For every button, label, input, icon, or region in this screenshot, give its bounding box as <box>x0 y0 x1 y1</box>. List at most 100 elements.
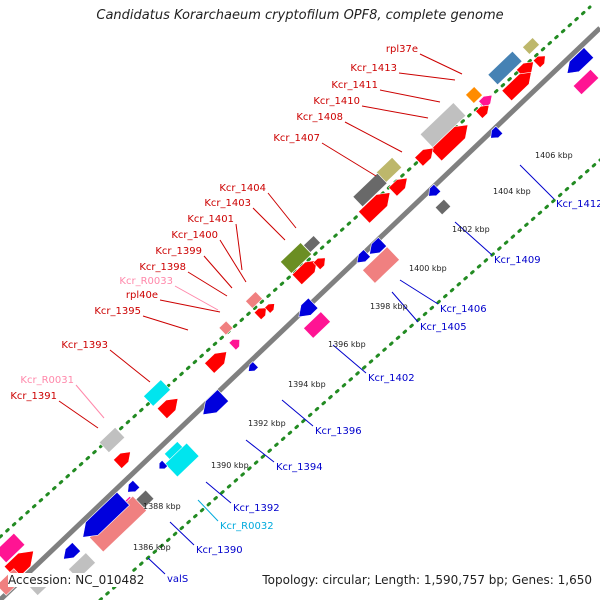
kbp-tick-label: 1392 kbp <box>248 419 286 428</box>
gene-glyph <box>202 389 230 416</box>
gene-glyph <box>490 125 504 139</box>
gene-glyph <box>369 237 388 255</box>
reverse-gene-label: Kcr_1394 <box>276 462 323 473</box>
forward-gene-label: Kcr_1391 <box>10 391 57 402</box>
label-leader-line <box>419 53 463 75</box>
gene-glyph <box>419 102 467 148</box>
forward-gene-label: Kcr_R0033 <box>119 276 173 287</box>
map-title: Candidatus Korarchaeum cryptofilum OPF8,… <box>96 8 504 23</box>
label-leader-line <box>245 439 275 463</box>
gene-glyph <box>204 351 228 374</box>
reverse-gene-label: Kcr_1412 <box>556 199 600 210</box>
gene-glyph <box>82 491 130 538</box>
gene-glyph <box>248 361 259 372</box>
gene-glyph <box>298 297 319 318</box>
label-leader-line <box>159 299 221 313</box>
reverse-gene-label: Kcr_1396 <box>315 426 362 437</box>
gene-glyph <box>156 398 179 420</box>
label-leader-line <box>379 89 441 103</box>
label-leader-line <box>174 285 219 311</box>
reverse-gene-label: valS <box>167 574 188 585</box>
reverse-gene-label: Kcr_1392 <box>233 503 280 514</box>
label-leader-line <box>187 271 228 297</box>
forward-gene-label: Kcr_R0031 <box>20 375 74 386</box>
gene-glyph <box>522 37 540 55</box>
label-leader-line <box>58 400 99 429</box>
gene-glyph <box>487 50 523 86</box>
gene-glyph <box>501 71 532 102</box>
label-leader-line <box>142 315 189 331</box>
inner-guide-line <box>98 158 600 600</box>
gene-glyph <box>434 198 452 216</box>
forward-gene-label: Kcr_1401 <box>187 214 234 225</box>
label-leader-line <box>203 255 233 289</box>
label-leader-line <box>235 223 243 271</box>
label-leader-line <box>281 399 314 427</box>
gene-glyph <box>245 291 263 309</box>
label-leader-line <box>267 192 297 229</box>
forward-gene-label: Kcr_1393 <box>61 340 108 351</box>
kbp-tick-label: 1390 kbp <box>211 461 249 470</box>
kbp-tick-label: 1404 kbp <box>493 187 531 196</box>
label-leader-line <box>169 521 195 546</box>
kbp-tick-label: 1406 kbp <box>535 151 573 160</box>
label-leader-line <box>75 384 105 419</box>
label-leader-line <box>361 105 429 119</box>
label-leader-line <box>398 72 456 81</box>
forward-gene-label: Kcr_1410 <box>313 96 360 107</box>
gene-glyph <box>566 47 595 74</box>
kbp-tick-label: 1396 kbp <box>328 340 366 349</box>
gene-glyph <box>63 542 82 560</box>
gene-glyph <box>164 442 200 478</box>
reverse-gene-label: Kcr_1402 <box>368 373 415 384</box>
gene-glyph <box>532 55 546 69</box>
reverse-gene-label: Kcr_1409 <box>494 255 541 266</box>
label-leader-line <box>205 481 232 504</box>
gene-glyph <box>414 147 434 167</box>
forward-gene-label: Kcr_1403 <box>204 198 251 209</box>
gene-glyph <box>388 177 408 197</box>
label-leader-line <box>109 349 151 383</box>
reverse-gene-label: Kcr_1390 <box>196 545 243 556</box>
label-leader-line <box>197 499 219 522</box>
kbp-tick-label: 1398 kbp <box>370 302 408 311</box>
gene-glyph <box>428 183 442 197</box>
gene-glyph <box>98 426 126 454</box>
gene-glyph <box>253 307 267 321</box>
forward-gene-label: Kcr_1407 <box>273 133 320 144</box>
forward-gene-label: Kcr_1408 <box>296 112 343 123</box>
label-leader-line <box>321 142 377 177</box>
label-leader-line <box>399 279 439 305</box>
gene-glyph <box>264 303 275 314</box>
label-leader-line <box>391 291 419 323</box>
forward-gene-label: Kcr_1399 <box>155 246 202 257</box>
topology-text: Topology: circular; Length: 1,590,757 bp… <box>262 573 592 587</box>
gene-glyph <box>572 68 600 96</box>
kbp-tick-label: 1400 kbp <box>409 264 447 273</box>
reverse-gene-label: Kcr_R0032 <box>220 521 274 532</box>
label-leader-line <box>219 239 247 283</box>
label-leader-line <box>344 121 403 153</box>
label-leader-line <box>332 344 367 374</box>
gene-glyph <box>312 257 326 271</box>
gene-glyph <box>279 242 313 274</box>
label-leader-line <box>519 164 555 200</box>
gene-glyph <box>362 246 400 284</box>
forward-gene-label: Kcr_1400 <box>171 230 218 241</box>
label-leader-line <box>454 221 493 256</box>
gene-glyph <box>228 339 240 351</box>
gene-glyph <box>356 249 371 264</box>
kbp-tick-label: 1388 kbp <box>143 502 181 511</box>
forward-gene-label: rpl40e <box>126 290 158 301</box>
kbp-tick-label: 1394 kbp <box>288 380 326 389</box>
gene-glyph <box>352 172 388 208</box>
gene-glyph <box>303 311 331 339</box>
gene-glyph <box>0 532 26 564</box>
label-leader-line <box>252 207 286 241</box>
kbp-tick-label: 1386 kbp <box>133 543 171 552</box>
label-leader-line <box>147 557 166 575</box>
gene-glyph <box>143 379 171 407</box>
forward-gene-label: rpl37e <box>386 44 418 55</box>
forward-gene-label: Kcr_1411 <box>331 80 378 91</box>
